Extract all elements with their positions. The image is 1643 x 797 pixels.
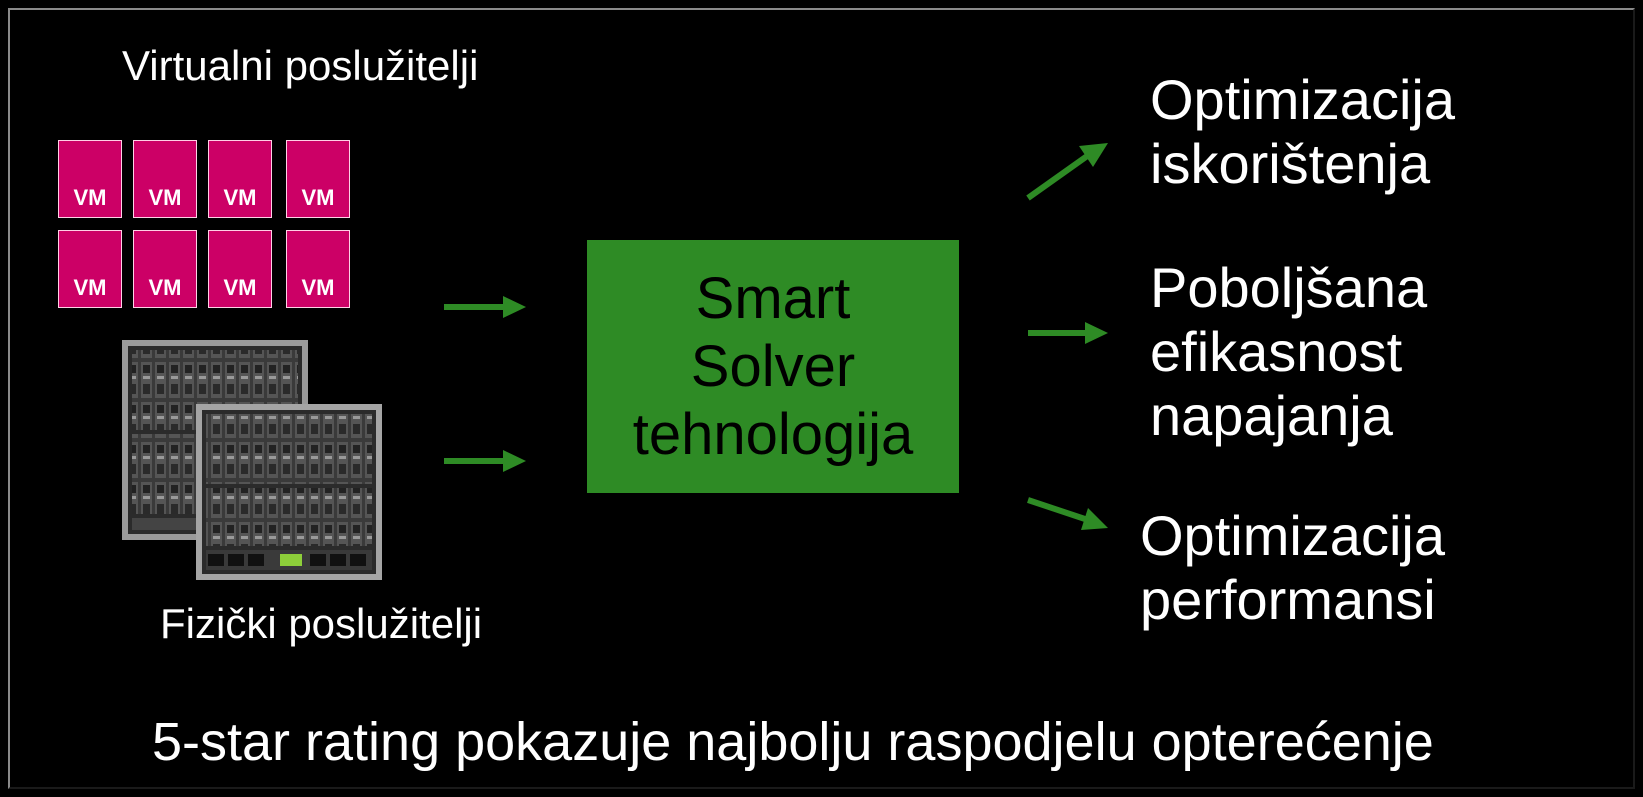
vm-label: VM (301, 275, 335, 300)
output-arrow-power (1028, 322, 1108, 344)
smart-solver-box: Smart Solver tehnologija (587, 240, 959, 493)
bottom-caption: 5-star rating pokazuje najbolju raspodje… (152, 712, 1434, 772)
vm-label: VM (148, 275, 182, 300)
vm-box: VM (286, 140, 350, 218)
vm-label: VM (73, 185, 107, 210)
vm-box: VM (133, 140, 197, 218)
solver-line-1: Smart (695, 265, 851, 331)
output-power-line-3: napajanja (1150, 384, 1393, 447)
vm-label: VM (73, 275, 107, 300)
output-performance-line-1: Optimizacija (1140, 504, 1445, 567)
vm-box: VM (286, 230, 350, 308)
vm-box: VM (208, 140, 272, 218)
solver-line-2: Solver (690, 333, 856, 399)
output-utilization-line-1: Optimizacija (1150, 68, 1455, 131)
vm-label: VM (148, 185, 182, 210)
vm-label: VM (223, 275, 257, 300)
solver-line-3: tehnologija (632, 401, 914, 467)
output-power-line-1: Poboljšana (1150, 256, 1428, 319)
vm-label: VM (301, 185, 335, 210)
vm-box: VM (58, 140, 122, 218)
vm-box: VM (208, 230, 272, 308)
output-power-line-2: efikasnost (1150, 320, 1403, 383)
server-chassis-front (196, 404, 382, 580)
output-performance: Optimizacija performansi (1140, 504, 1445, 632)
output-performance-line-2: performansi (1140, 568, 1436, 631)
vm-box: VM (133, 230, 197, 308)
slide-frame (8, 8, 1635, 789)
vm-box: VM (58, 230, 122, 308)
output-arrow-performance (1027, 497, 1108, 530)
physical-servers-label: Fizički poslužitelji (160, 600, 483, 647)
vm-label: VM (223, 185, 257, 210)
input-arrow-physical (444, 450, 526, 472)
output-utilization: Optimizacija iskorištenja (1150, 68, 1455, 196)
output-utilization-line-2: iskorištenja (1150, 132, 1431, 195)
smart-solver-text: Smart Solver tehnologija (633, 265, 914, 469)
input-arrow-virtual (444, 296, 526, 318)
virtual-servers-label: Virtualni poslužitelji (122, 42, 479, 89)
output-arrow-utilization (1026, 143, 1108, 201)
output-power-efficiency: Poboljšana efikasnost napajanja (1150, 256, 1427, 448)
